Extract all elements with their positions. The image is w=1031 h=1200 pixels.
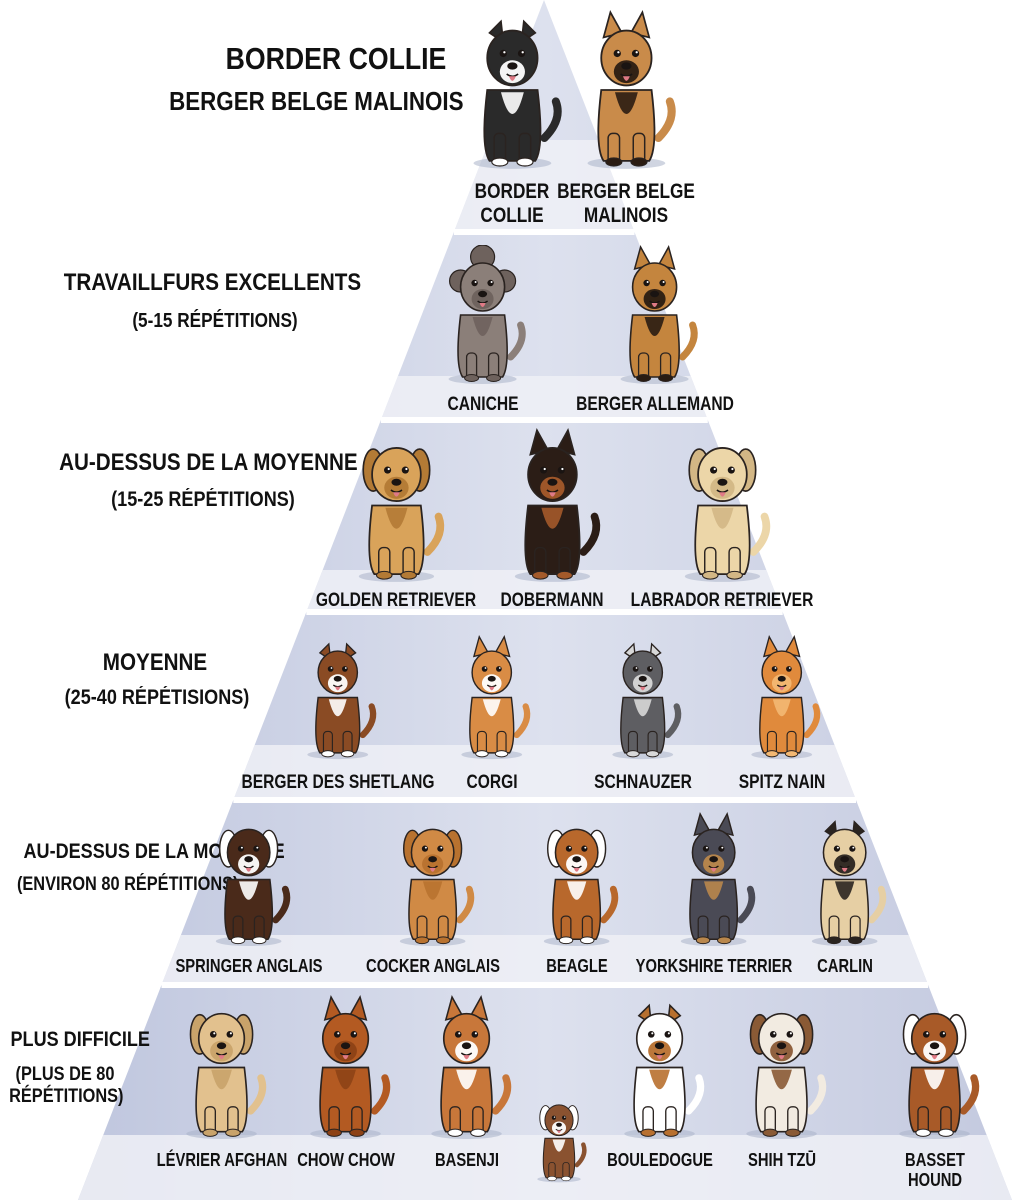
basenji-icon: [410, 995, 523, 1140]
dog-label: CHOW CHOW: [297, 1150, 395, 1170]
german-shepherd-icon: [600, 245, 709, 385]
tier-4-subtitle: (25-40 RÉPÉTISIONS): [64, 686, 250, 709]
dog-label: SPITZ NAIN: [738, 772, 826, 793]
tier-6-title: PLUS DIFFICILE: [10, 1028, 150, 1051]
dog-label: COCKER ANGLAIS: [366, 956, 500, 976]
dog-label: SCHNAUZER: [594, 772, 692, 793]
dog-label: BASSET HOUND: [905, 1150, 965, 1191]
tier-shelf: [380, 376, 708, 420]
tier-4-title: MOYENNE: [102, 649, 208, 676]
schnauzer-icon: [594, 635, 692, 760]
beagle-icon: [524, 812, 629, 947]
dog-label: LABRADOR RETRIEVER: [630, 590, 814, 611]
dog-label: BERGER ALLEMAND: [576, 394, 734, 415]
cocker-icon: [380, 812, 485, 947]
dog-label: SHIH TZŪ: [747, 1150, 817, 1170]
dog-label: GOLDEN RETRIEVER: [315, 590, 477, 611]
bulldog-icon: [603, 995, 716, 1140]
basset-hound-icon: [878, 995, 991, 1140]
chow-chow-icon: [289, 995, 402, 1140]
pomeranian-icon: [733, 635, 831, 760]
dog-label: BASENJI: [435, 1150, 499, 1170]
tier-5-title: AU-DESSUS DE LA MOYENNE: [23, 840, 285, 863]
malinois-icon: [564, 10, 689, 170]
dog-label: YORKSHIRE TERRIER: [635, 956, 793, 976]
dog-label: CARLIN: [817, 956, 873, 976]
tier-2-title: TRAVAILLFURS EXCELLENTS: [63, 269, 362, 296]
corgi-icon: [443, 635, 541, 760]
golden-retriever-icon: [336, 428, 457, 583]
pug-icon: [792, 812, 897, 947]
afghan-hound-icon: [165, 995, 278, 1140]
yorkshire-icon: [661, 812, 766, 947]
tier-3-title: AU-DESSUS DE LA MOYENNE: [59, 449, 358, 476]
dog-label: BOULEDOGUE: [607, 1150, 713, 1170]
dog-label: BORDER COLLIE: [474, 180, 550, 227]
tier-3-subtitle: (15-25 RÉPÉTITIONS): [111, 488, 295, 511]
poodle-icon: [428, 244, 537, 385]
dog-label: CORGI: [466, 772, 518, 793]
dog-label: BEAGLE: [546, 956, 608, 976]
tier-shelf: [306, 570, 783, 612]
tier-1-subtitle: BERGER BELGE MALINOIS: [169, 86, 464, 116]
shih-tzu-icon: [725, 995, 838, 1140]
dog-label: DOBERMANN: [500, 590, 604, 611]
tier-shelf: [233, 745, 857, 800]
dog-label: CANICHE: [447, 394, 519, 415]
puppy-icon: [527, 1088, 591, 1183]
springer-icon: [196, 812, 301, 947]
tier-6-subtitle: (PLUS DE 80 RÉPÉTITIONS): [9, 1064, 124, 1108]
tier-shelf: [161, 935, 929, 985]
border-collie-icon: [450, 10, 575, 170]
dog-label: SPRINGER ANGLAIS: [175, 956, 323, 976]
dobermann-icon: [492, 428, 613, 583]
tier-5-subtitle: (ENVIRON 80 RÉPÉTITIONS): [16, 874, 239, 895]
dog-label: LÉVRIER AFGHAN: [156, 1150, 288, 1170]
tier-1-title: BORDER COLLIE: [225, 41, 447, 76]
dog-label: BERGER BELGE MALINOIS: [557, 180, 695, 227]
labrador-icon: [662, 428, 783, 583]
dog-label: BERGER DES SHETLANG: [241, 772, 435, 793]
tier-shelves: [78, 140, 1012, 1200]
tier-dividers: [161, 229, 929, 988]
sheltie-icon: [289, 635, 387, 760]
tier-2-subtitle: (5-15 RÉPÉTITIONS): [132, 310, 298, 332]
